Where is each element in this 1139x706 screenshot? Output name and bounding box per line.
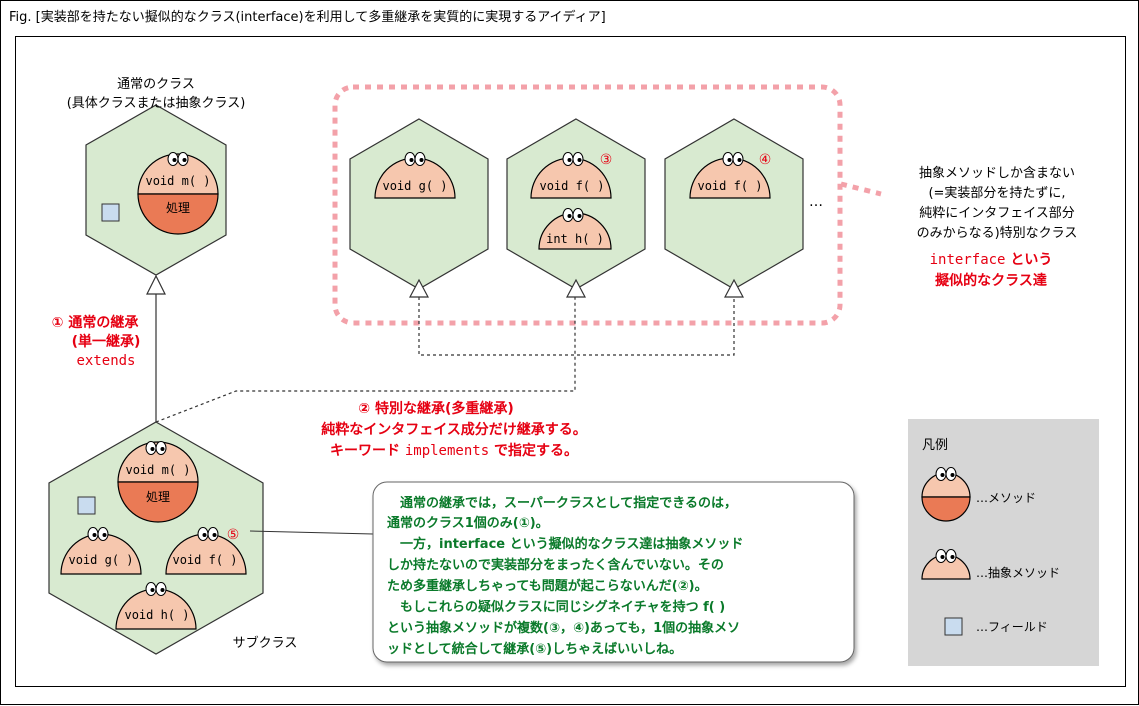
interface-desc-3: 純粋にインタフェイス部分 [919,206,1075,221]
subclass-method-m [117,441,199,523]
interface-2-method-f: void f( ) [539,179,604,193]
ellipsis: … [809,194,823,210]
subclass-label: サブクラス [233,635,298,651]
extends-keyword: extends [76,353,135,369]
subclass-method-f-label: void f( ) [172,553,237,567]
normal-class-method [137,152,219,235]
legend-field-label: …フィールド [976,620,1048,634]
interface-3-method: void f( ) [697,179,762,193]
interface-3 [664,118,804,290]
implements-arrowhead-3 [724,278,744,298]
interface-2 [506,118,646,290]
interface-desc-keyword-line: interface という [930,252,1053,268]
interface-1 [349,118,489,290]
legend-box [908,419,1099,666]
diagram-frame [15,36,1126,687]
subclass-field [77,496,96,515]
marker-4: ④ [759,152,772,168]
single-inheritance-1: ① 通常の継承 [52,314,139,331]
note-line-4: しか持たないので実装部分をまったく含んでいない。その [387,557,724,573]
interface-callout-line [840,181,882,197]
multi-inheritance-3-prefix: キーワード [330,443,405,459]
note-line-6: もしこれらの疑似クラスに同じシグネイチャを持つ f( ) [387,599,725,615]
interface-keyword: interface [930,252,1006,268]
legend-abstract-method-icon [921,549,971,580]
legend-method-icon [921,467,971,522]
figure-title: Fig. [実装部を持たない擬似的なクラス(interface)を利用して多重継… [9,10,606,25]
implements-bus-line [418,297,735,356]
multi-inheritance-3: キーワード implements で指定する。 [330,442,578,459]
subclass-method-m-label: void m( ) [125,463,190,477]
legend-abstract-method-label: …抽象メソッド [976,566,1060,580]
subclass-method-g [60,527,142,575]
marker-5: ⑤ [227,527,240,543]
note-box [372,481,855,663]
legend-field-icon [944,617,963,636]
multi-inheritance-2: 純粋なインタフェイス成分だけ継承する。 [321,421,587,438]
extends-arrowhead [146,274,166,295]
legend-method-label: …メソッド [976,491,1036,505]
normal-class-method-label: void m( ) [145,174,210,188]
note-line-7: という抽象メソッドが複数(③，④)あっても，1個の抽象メソ [387,620,740,636]
subclass-impl-label: 処理 [146,490,170,504]
normal-class-impl-label: 処理 [166,201,190,215]
normal-class-title-2: (具体クラスまたは抽象クラス) [67,96,246,111]
implements-line [155,297,576,423]
note-line-8: ッドとして統合して継承(⑤)しちゃえばいいしね。 [387,641,682,657]
interface-group-border [332,84,843,326]
interface-1-method: void g( ) [382,179,447,193]
interface-2-method-h: int h( ) [546,232,604,246]
multi-inheritance-1: ② 特別な継承(多重継承) [358,400,514,417]
multi-inheritance-3-suffix: で指定する。 [489,442,578,459]
interface-desc-2: (=実装部分を持たずに, [928,185,1065,201]
subclass-method-g-label: void g( ) [68,553,133,567]
note-line-3: 一方，interface という擬似的なクラス達は抽象メソッド [387,536,743,552]
interface-desc-4: のみからなる)特別なクラス [917,226,1078,241]
interface-keyword-suffix: という [1005,252,1052,268]
note-line-5: ため多重継承しちゃっても問題が起こらないんだ(②)。 [387,578,708,594]
single-inheritance-2: (単一継承) [72,333,141,350]
implements-arrowhead-2 [566,278,586,298]
implements-keyword: implements [405,443,489,459]
note-text: 通常の継承では，スーパークラスとして指定できるのは， 通常のクラス1個のみ(①)… [387,495,743,657]
subclass-method-f [165,527,247,575]
note-line-1: 通常の継承では，スーパークラスとして指定できるのは， [387,495,737,511]
marker-3: ③ [600,152,613,168]
subclass-method-h [115,582,197,630]
note-line-2: 通常のクラス1個のみ(①)。 [387,515,549,531]
subclass-hexagon [48,421,264,655]
legend-title: 凡例 [922,438,948,453]
subclass-method-h-label: void h( ) [124,608,189,622]
note-callout-line [249,530,374,546]
interface-desc-1: 抽象メソッドしか含まない [919,165,1075,181]
normal-class-title-1: 通常のクラス [117,77,195,92]
implements-arrowhead-1 [409,278,429,298]
interface-desc-last: 擬似的なクラス達 [935,272,1047,289]
normal-class-field [101,203,120,222]
